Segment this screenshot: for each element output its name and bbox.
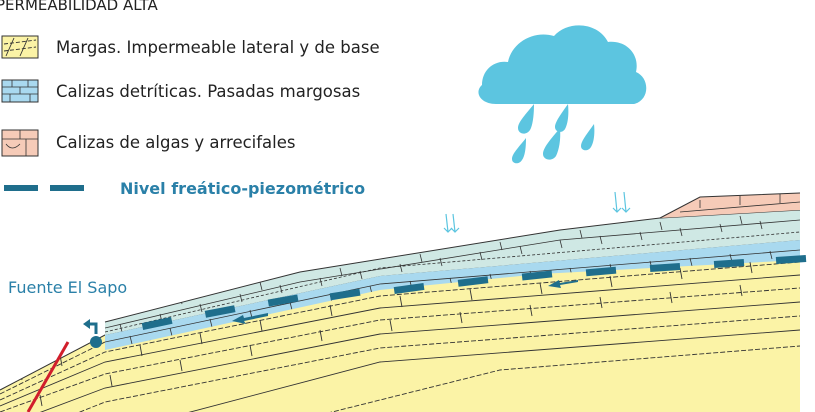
legend-item-reef-label: Calizas de algas y arrecifales	[56, 133, 296, 152]
legend-item-detrital-label: Calizas detríticas. Pasadas margosas	[56, 82, 360, 101]
water-table-legend-label: Nivel freático-piezométrico	[120, 179, 365, 198]
legend-item-marl-label: Margas. Impermeable lateral y de base	[56, 38, 380, 57]
infiltration-arrows	[443, 191, 631, 233]
spring-label: Fuente El Sapo	[8, 278, 127, 297]
water-table	[141, 254, 807, 331]
water-table-legend-symbol	[4, 185, 84, 191]
rain-cloud-icon	[478, 25, 647, 164]
legend: PERMEABILIDAD ALTA Margas. Impermeable l…	[0, 0, 380, 198]
legend-title: PERMEABILIDAD ALTA	[0, 0, 159, 14]
fault-line	[26, 341, 70, 412]
detrital-limestone-pattern-icon	[1, 79, 39, 103]
spring-outlet-icon	[83, 319, 102, 348]
reef-limestone-layer	[659, 192, 801, 219]
groundwater-flow-arrows	[232, 280, 578, 324]
raindrops	[512, 104, 595, 164]
reef-limestone-pattern-icon	[1, 129, 39, 157]
marl-pattern-icon	[1, 35, 39, 59]
